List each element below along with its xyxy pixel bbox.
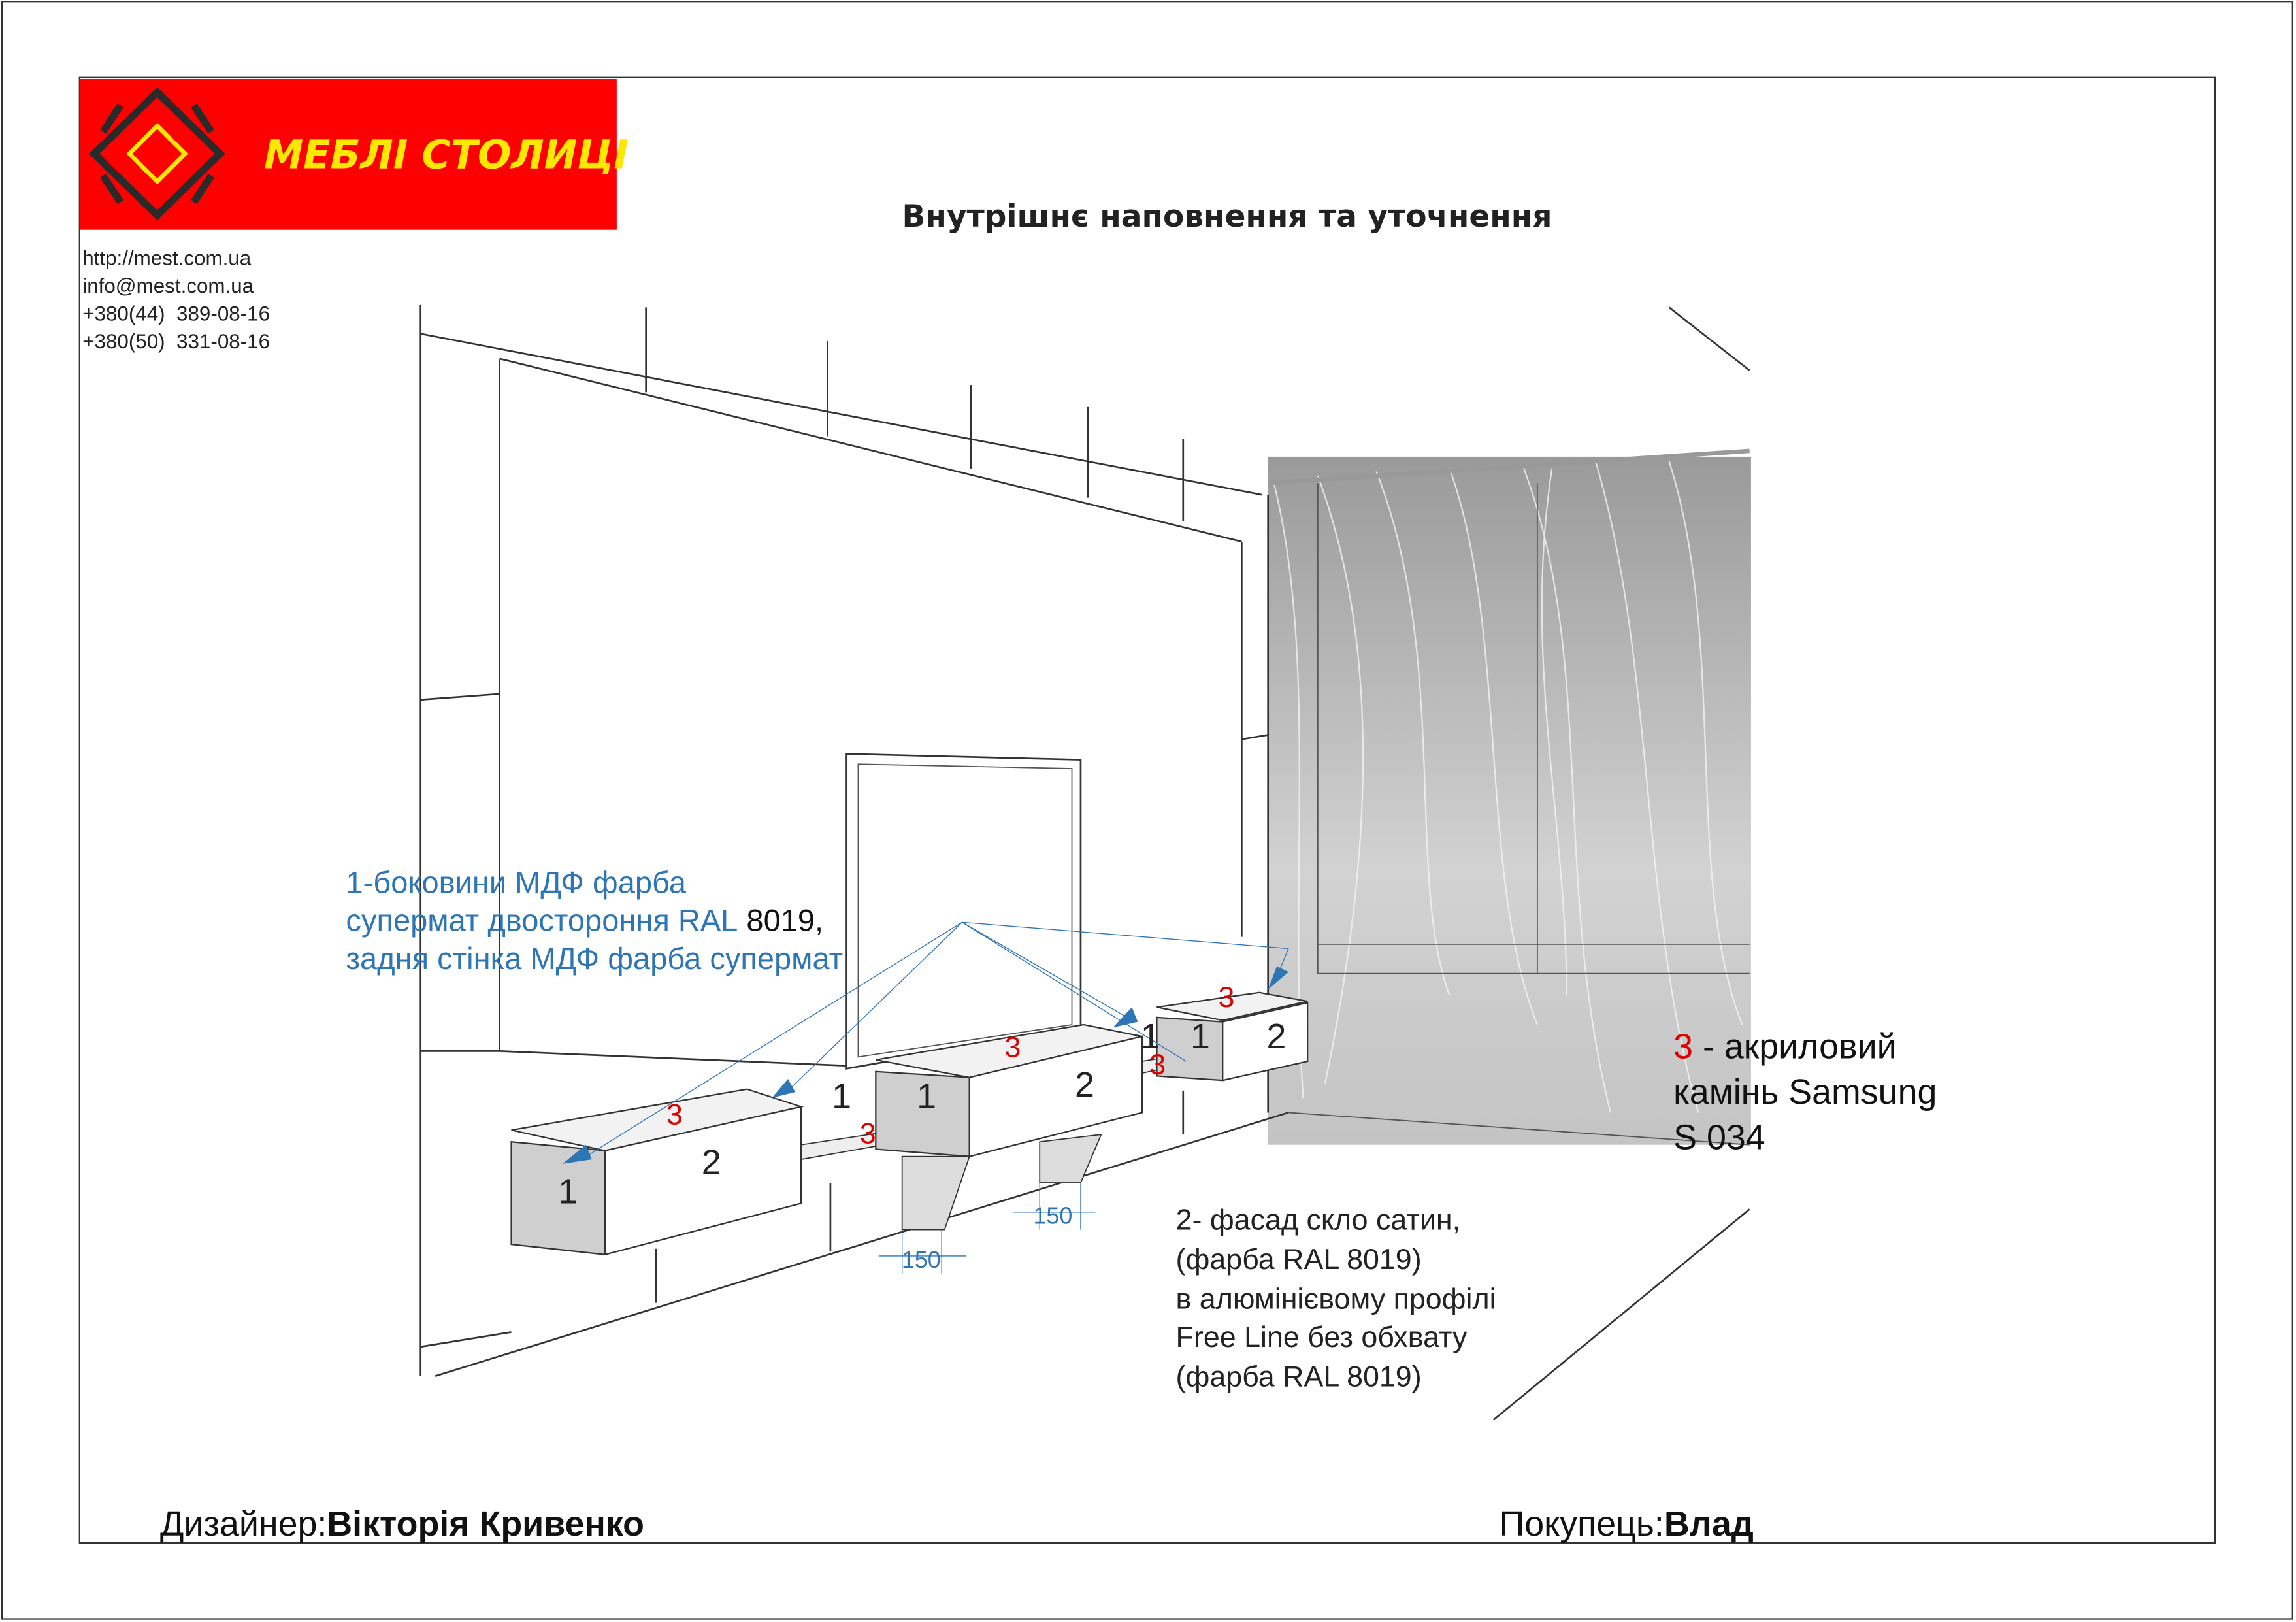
svg-text:1: 1 <box>1141 1017 1160 1056</box>
svg-text:1: 1 <box>1190 1017 1210 1056</box>
company-logo: МЕБЛІ СТОЛИЦІ <box>79 78 629 230</box>
phone-1: +380(44) 389-08-16 <box>82 303 270 325</box>
svg-text:3: 3 <box>666 1098 683 1131</box>
note-stone: 3 - акриловий камінь Samsung S 034 <box>1673 1027 1937 1157</box>
svg-text:в алюмінієвому профілі: в алюмінієвому профілі <box>1176 1283 1496 1316</box>
stone-markers: 3 3 3 3 3 <box>666 981 1234 1150</box>
inner-frame <box>78 76 2216 1544</box>
note-facade: 2- фасад скло сатин, (фарба RAL 8019) в … <box>1176 1204 1496 1393</box>
window <box>1268 456 1751 1145</box>
cabinet-left <box>510 1088 804 1256</box>
email-link[interactable]: info@mest.com.ua <box>82 274 254 297</box>
brand-name: МЕБЛІ СТОЛИЦІ <box>264 133 629 178</box>
svg-text:1: 1 <box>832 1077 851 1116</box>
svg-text:3: 3 <box>1004 1031 1021 1063</box>
leader-lines <box>585 921 1289 1157</box>
mirror <box>845 753 1082 1070</box>
svg-text:3: 3 <box>860 1117 876 1150</box>
cabinet-right <box>1156 991 1309 1082</box>
dimension-150-b: 150 <box>1013 1182 1096 1230</box>
svg-text:1: 1 <box>558 1172 578 1211</box>
arrow-icons <box>562 966 1289 1164</box>
phone-2: +380(50) 331-08-16 <box>82 330 270 353</box>
svg-text:1-боковини МДФ фарба: 1-боковини МДФ фарба <box>346 865 686 899</box>
customer: Покупець:Влад <box>1500 1504 1754 1544</box>
svg-text:S 034: S 034 <box>1673 1117 1765 1157</box>
website-link[interactable]: http://mest.com.ua <box>82 246 252 269</box>
contacts: http://mest.com.ua info@mest.com.ua +380… <box>82 246 270 353</box>
room-drawing: 150 150 1 2 1 1 2 1 1 2 3 3 3 3 3 <box>419 304 1751 1421</box>
designer: Дизайнер:Вікторія Кривенко <box>160 1504 644 1544</box>
svg-text:Free Line без обхвату: Free Line без обхвату <box>1176 1321 1468 1353</box>
svg-text:супермат двостороння RAL 8019,: супермат двостороння RAL 8019, <box>346 903 823 938</box>
cabinet-middle <box>875 1023 1143 1158</box>
diamond-logo-icon <box>89 87 225 221</box>
svg-text:(фарба RAL 8019): (фарба RAL 8019) <box>1176 1243 1422 1276</box>
dimension-150-a: 150 <box>878 1229 967 1274</box>
page-title: Внутрішнє наповнення та уточнення <box>902 199 1552 235</box>
svg-text:150: 150 <box>902 1247 941 1273</box>
svg-text:камінь Samsung: камінь Samsung <box>1673 1072 1937 1112</box>
svg-text:1: 1 <box>917 1077 936 1116</box>
svg-text:2: 2 <box>702 1143 721 1182</box>
svg-text:3: 3 <box>1219 981 1235 1014</box>
svg-text:3: 3 <box>1149 1048 1166 1081</box>
svg-text:2- фасад скло сатин,: 2- фасад скло сатин, <box>1176 1204 1461 1236</box>
svg-text:2: 2 <box>1266 1017 1286 1056</box>
note-sides: 1-боковини МДФ фарба супермат двосторонн… <box>346 865 843 975</box>
svg-text:150: 150 <box>1034 1203 1073 1229</box>
part-markers: 1 2 1 1 2 1 1 2 <box>558 1017 1286 1211</box>
svg-text:(фарба RAL 8019): (фарба RAL 8019) <box>1176 1360 1422 1393</box>
svg-text:задня стінка МДФ фарба суперма: задня стінка МДФ фарба супермат <box>346 941 843 976</box>
svg-text:2: 2 <box>1075 1065 1094 1104</box>
svg-text:3 - акриловий: 3 - акриловий <box>1673 1027 1896 1067</box>
